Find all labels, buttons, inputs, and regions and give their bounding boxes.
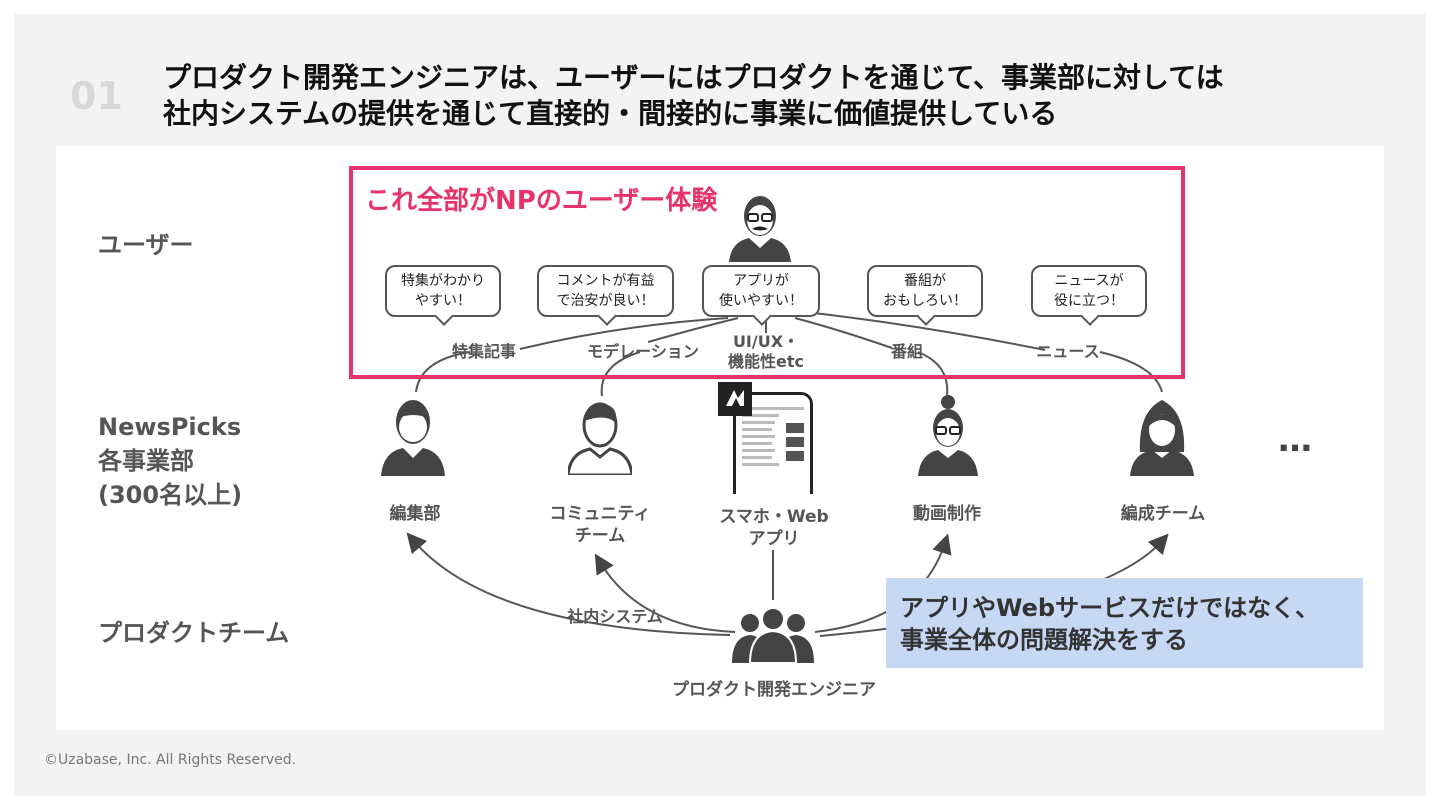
touchpoint-moderation: モデレーション <box>587 342 699 361</box>
row-label-business-line3: (300名以上) <box>98 481 243 509</box>
dept-app-line1: スマホ・Web <box>719 507 829 527</box>
bubble-comment-line2: で治安が良い！ <box>556 293 655 309</box>
bubble-feature-line2: やすい！ <box>415 293 471 309</box>
bubble-news-line2: 役に立つ！ <box>1054 293 1124 309</box>
dept-community: コミュニティ チーム <box>538 503 662 547</box>
slide-number: 01 <box>70 74 123 118</box>
bubble-app-line1: アプリが <box>733 273 789 289</box>
bubble-news-line1: ニュースが <box>1054 273 1124 289</box>
copyright-footer: ©Uzabase, Inc. All Rights Reserved. <box>44 752 297 768</box>
video-person-icon <box>918 395 978 476</box>
arrow-to-editorial <box>406 532 731 636</box>
touchpoint-uiux: UI/UX・ 機能性etc <box>716 332 816 372</box>
dept-community-line2: チーム <box>574 526 626 546</box>
internal-system-label: 社内システム <box>567 607 663 626</box>
speech-bubble-news: ニュースが 役に立つ！ <box>1031 265 1147 317</box>
row-label-user: ユーザー <box>98 231 194 259</box>
line-moderation-to-user <box>647 317 739 343</box>
arrow-to-community <box>594 553 736 633</box>
bubble-program-line2: おもしろい！ <box>883 293 967 309</box>
programming-person-icon <box>1130 400 1194 476</box>
bubble-feature-line1: 特集がわかり <box>401 273 485 289</box>
bubble-app-line2: 使いやすい！ <box>719 293 803 309</box>
dept-video: 動画制作 <box>913 504 981 524</box>
slide-title-line1: プロダクト開発エンジニアは、ユーザーにはプロダクトを通じて、事業部に対しては <box>163 61 1224 94</box>
row-label-business-line2: 各事業部 <box>98 447 194 475</box>
speech-bubble-app: アプリが 使いやすい！ <box>702 265 820 317</box>
touchpoint-feature: 特集記事 <box>451 342 516 361</box>
line-community-to-moderation <box>600 351 641 397</box>
line-video-to-program <box>917 351 949 396</box>
dept-app: スマホ・Web アプリ <box>712 506 836 550</box>
community-person-icon <box>568 402 632 475</box>
np-user-experience-box <box>349 166 1185 379</box>
bubble-comment-line1: コメントが有益 <box>556 273 655 289</box>
user-person-icon <box>729 196 791 262</box>
line-feature-to-user <box>519 317 729 350</box>
touchpoint-news: ニュース <box>1036 342 1100 361</box>
touchpoint-program: 番組 <box>890 342 923 361</box>
dept-community-line1: コミュニティ <box>549 504 651 524</box>
dept-app-line2: アプリ <box>748 529 800 549</box>
line-programming-to-news <box>1099 351 1163 393</box>
line-program-to-user <box>794 317 893 349</box>
callout-line2: 事業全体の問題解決をする <box>900 626 1188 654</box>
line-news-to-user <box>804 311 1046 351</box>
row-label-business: NewsPicks 各事業部 (300名以上) <box>98 410 242 512</box>
callout-line1: アプリやWebサービスだけではなく、 <box>900 594 1320 622</box>
callout-box: アプリやWebサービスだけではなく、 事業全体の問題解決をする <box>886 578 1363 668</box>
more-departments-ellipsis: … <box>1278 420 1312 460</box>
slide-title: プロダクト開発エンジニアは、ユーザーにはプロダクトを通じて、事業部に対しては 社… <box>163 60 1224 132</box>
bubble-program-line1: 番組が <box>904 273 946 289</box>
speech-bubble-program: 番組が おもしろい！ <box>867 265 983 317</box>
slide-title-line2: 社内システムの提供を通じて直接的・間接的に事業に価値提供している <box>163 97 1058 130</box>
row-label-business-line1: NewsPicks <box>98 413 242 441</box>
line-editorial-to-feature <box>415 351 471 393</box>
newspicks-logo-icon <box>718 382 752 416</box>
speech-bubble-comment: コメントが有益 で治安が良い！ <box>537 265 674 317</box>
row-label-product-team: プロダクトチーム <box>98 619 290 647</box>
np-box-title: これ全部がNPのユーザー体験 <box>365 186 718 216</box>
touchpoint-uiux-line2: 機能性etc <box>728 352 804 371</box>
speech-bubble-feature: 特集がわかり やすい！ <box>385 265 501 317</box>
engineer-team-icon <box>732 607 814 663</box>
dept-programming: 編成チーム <box>1120 504 1206 524</box>
editor-person-icon <box>381 400 445 476</box>
dept-editorial: 編集部 <box>389 504 441 524</box>
touchpoint-uiux-line1: UI/UX・ <box>732 332 800 351</box>
product-engineer-label: プロダクト開発エンジニア <box>672 680 876 700</box>
